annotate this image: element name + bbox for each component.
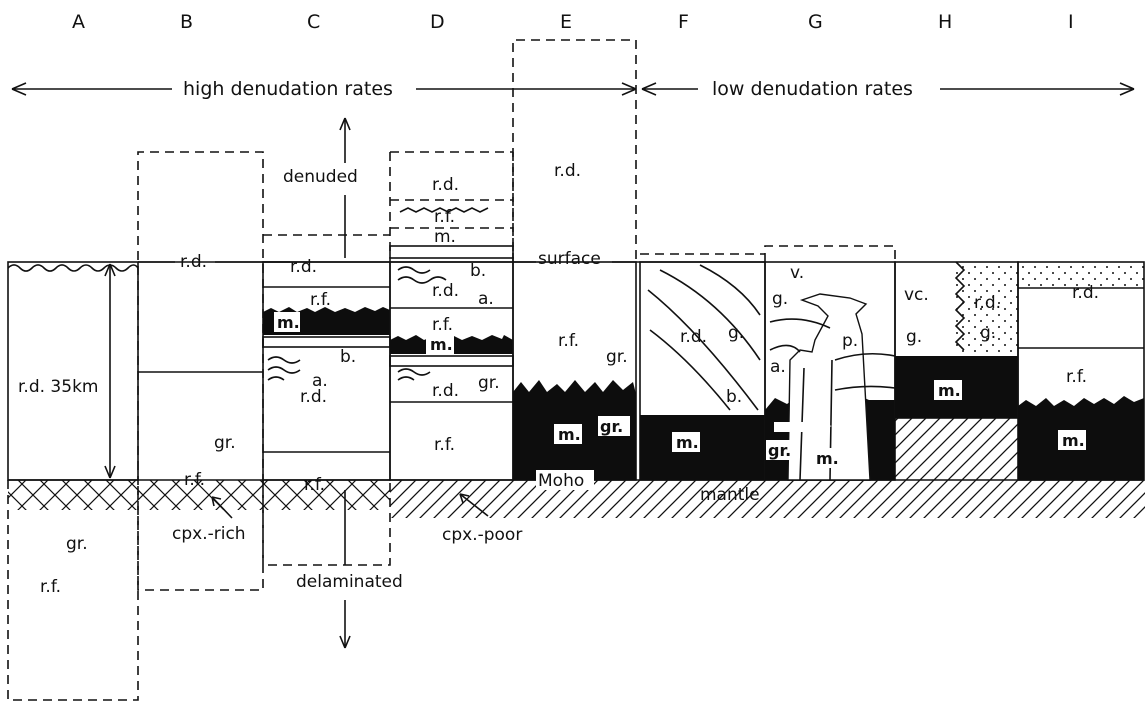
b-gr-label: gr. bbox=[214, 433, 236, 453]
column-label-g: G bbox=[808, 11, 823, 33]
g-m-label: m. bbox=[816, 449, 839, 468]
c-rd-top-label: r.d. bbox=[290, 257, 317, 277]
b-rf-label: r.f. bbox=[184, 470, 205, 490]
column-headers: A B C D E F G H I bbox=[72, 11, 1074, 33]
d-rf-top-label: r.f. bbox=[434, 207, 455, 227]
column-i: r.d. r.f. m. bbox=[1017, 261, 1145, 481]
g-p-label: p. bbox=[842, 331, 858, 351]
low-denudation-label: low denudation rates bbox=[712, 78, 913, 100]
f-m-label: m. bbox=[676, 433, 699, 452]
f-b-label: b. bbox=[726, 387, 742, 407]
d-m-top-label: m. bbox=[434, 227, 456, 247]
cpx-rich-layer bbox=[8, 480, 390, 510]
column-label-b: B bbox=[180, 11, 193, 33]
e-rd-label: r.d. bbox=[554, 161, 581, 181]
d-rd-label: r.d. bbox=[432, 281, 459, 301]
h-g-label: g. bbox=[906, 327, 922, 347]
a-gr-label: gr. bbox=[66, 534, 88, 554]
delaminated-label: delaminated bbox=[296, 572, 403, 592]
f-rd-label: r.d. bbox=[680, 327, 707, 347]
high-denudation-label: high denudation rates bbox=[183, 78, 393, 100]
e-rf-label: r.f. bbox=[558, 331, 579, 351]
cpx-rich-label: cpx.-rich bbox=[172, 524, 246, 544]
c-b-label: b. bbox=[340, 347, 356, 367]
column-g: v. g. p. a. gr. m. bbox=[764, 245, 896, 481]
i-rd-label: r.d. bbox=[1072, 283, 1099, 303]
moho-box bbox=[536, 470, 594, 490]
a-rf-label: r.f. bbox=[40, 577, 61, 597]
g-m-box bbox=[812, 448, 840, 468]
g-g-label: g. bbox=[772, 289, 788, 309]
d-m-label: m. bbox=[430, 335, 453, 354]
column-h: vc. g. r.d. g. m. bbox=[894, 261, 1019, 419]
column-label-c: C bbox=[307, 11, 320, 33]
column-label-d: D bbox=[430, 11, 445, 33]
e-gr-box bbox=[598, 416, 630, 436]
e-gr-box-label: gr. bbox=[600, 417, 623, 436]
column-label-e: E bbox=[560, 11, 572, 33]
d-gr-label: gr. bbox=[478, 373, 500, 393]
column-a: r.d. 35km gr. r.f. bbox=[7, 261, 139, 701]
surface-label: surface bbox=[538, 249, 601, 269]
cpx-poor-label: cpx.-poor bbox=[442, 525, 522, 545]
column-label-i: I bbox=[1068, 11, 1074, 33]
d-b-label: b. bbox=[470, 261, 486, 281]
c-rf-bottom-label: r.f. bbox=[304, 475, 325, 495]
column-d: r.d. r.f. m. b. r.d. a. r.f. m. gr. r.d.… bbox=[389, 151, 522, 545]
h-vc-label: vc. bbox=[904, 285, 929, 305]
g-a-label: a. bbox=[770, 357, 786, 377]
mantle-label: mantle bbox=[700, 485, 760, 505]
column-label-h: H bbox=[938, 11, 952, 33]
f-g-label: g. bbox=[728, 323, 744, 343]
column-f: r.d. g. b. m. mantle bbox=[639, 253, 766, 505]
i-m-label: m. bbox=[1062, 431, 1085, 450]
column-label-f: F bbox=[678, 11, 689, 33]
g-gr-label: gr. bbox=[768, 441, 791, 460]
h-m-box bbox=[934, 380, 962, 400]
column-b: r.d. gr. r.f. cpx.-rich bbox=[137, 151, 290, 591]
column-label-a: A bbox=[72, 11, 85, 33]
d-rf-label: r.f. bbox=[432, 315, 453, 335]
h-rd-label: r.d. bbox=[974, 293, 1001, 313]
g-v-label: v. bbox=[790, 263, 804, 283]
c-rd-label: r.d. bbox=[300, 387, 327, 407]
i-m-box bbox=[1058, 430, 1086, 450]
h-m-label: m. bbox=[938, 381, 961, 400]
moho-label: Moho bbox=[538, 471, 584, 491]
i-rf-label: r.f. bbox=[1066, 367, 1087, 387]
c-m-label: m. bbox=[277, 313, 300, 332]
c-a-label: a. bbox=[312, 371, 328, 391]
denudation-rate-arrows: high denudation rates low denudation rat… bbox=[11, 78, 1135, 100]
denuded-label: denuded bbox=[283, 167, 358, 187]
h-g2-label: g. bbox=[980, 323, 996, 343]
c-m-box bbox=[274, 312, 300, 332]
a-rd35km-label: r.d. 35km bbox=[18, 377, 98, 397]
d-a-label: a. bbox=[478, 289, 494, 309]
d-rf-lower-label: r.f. bbox=[434, 435, 455, 455]
column-e: r.d. surface r.f. gr. m. gr. Moho bbox=[512, 39, 637, 491]
f-m-box bbox=[672, 432, 700, 452]
g-gr-box bbox=[766, 440, 798, 460]
column-c: r.d. r.f. m. b. a. r.d. r.f. denuded del… bbox=[262, 117, 403, 649]
d-rd-top-label: r.d. bbox=[432, 175, 459, 195]
d-m-box bbox=[426, 334, 454, 354]
d-rd-lower-label: r.d. bbox=[432, 381, 459, 401]
e-m-label: m. bbox=[558, 425, 581, 444]
e-m-box bbox=[554, 424, 582, 444]
c-rf-label: r.f. bbox=[310, 290, 331, 310]
e-gr-label: gr. bbox=[606, 347, 628, 367]
